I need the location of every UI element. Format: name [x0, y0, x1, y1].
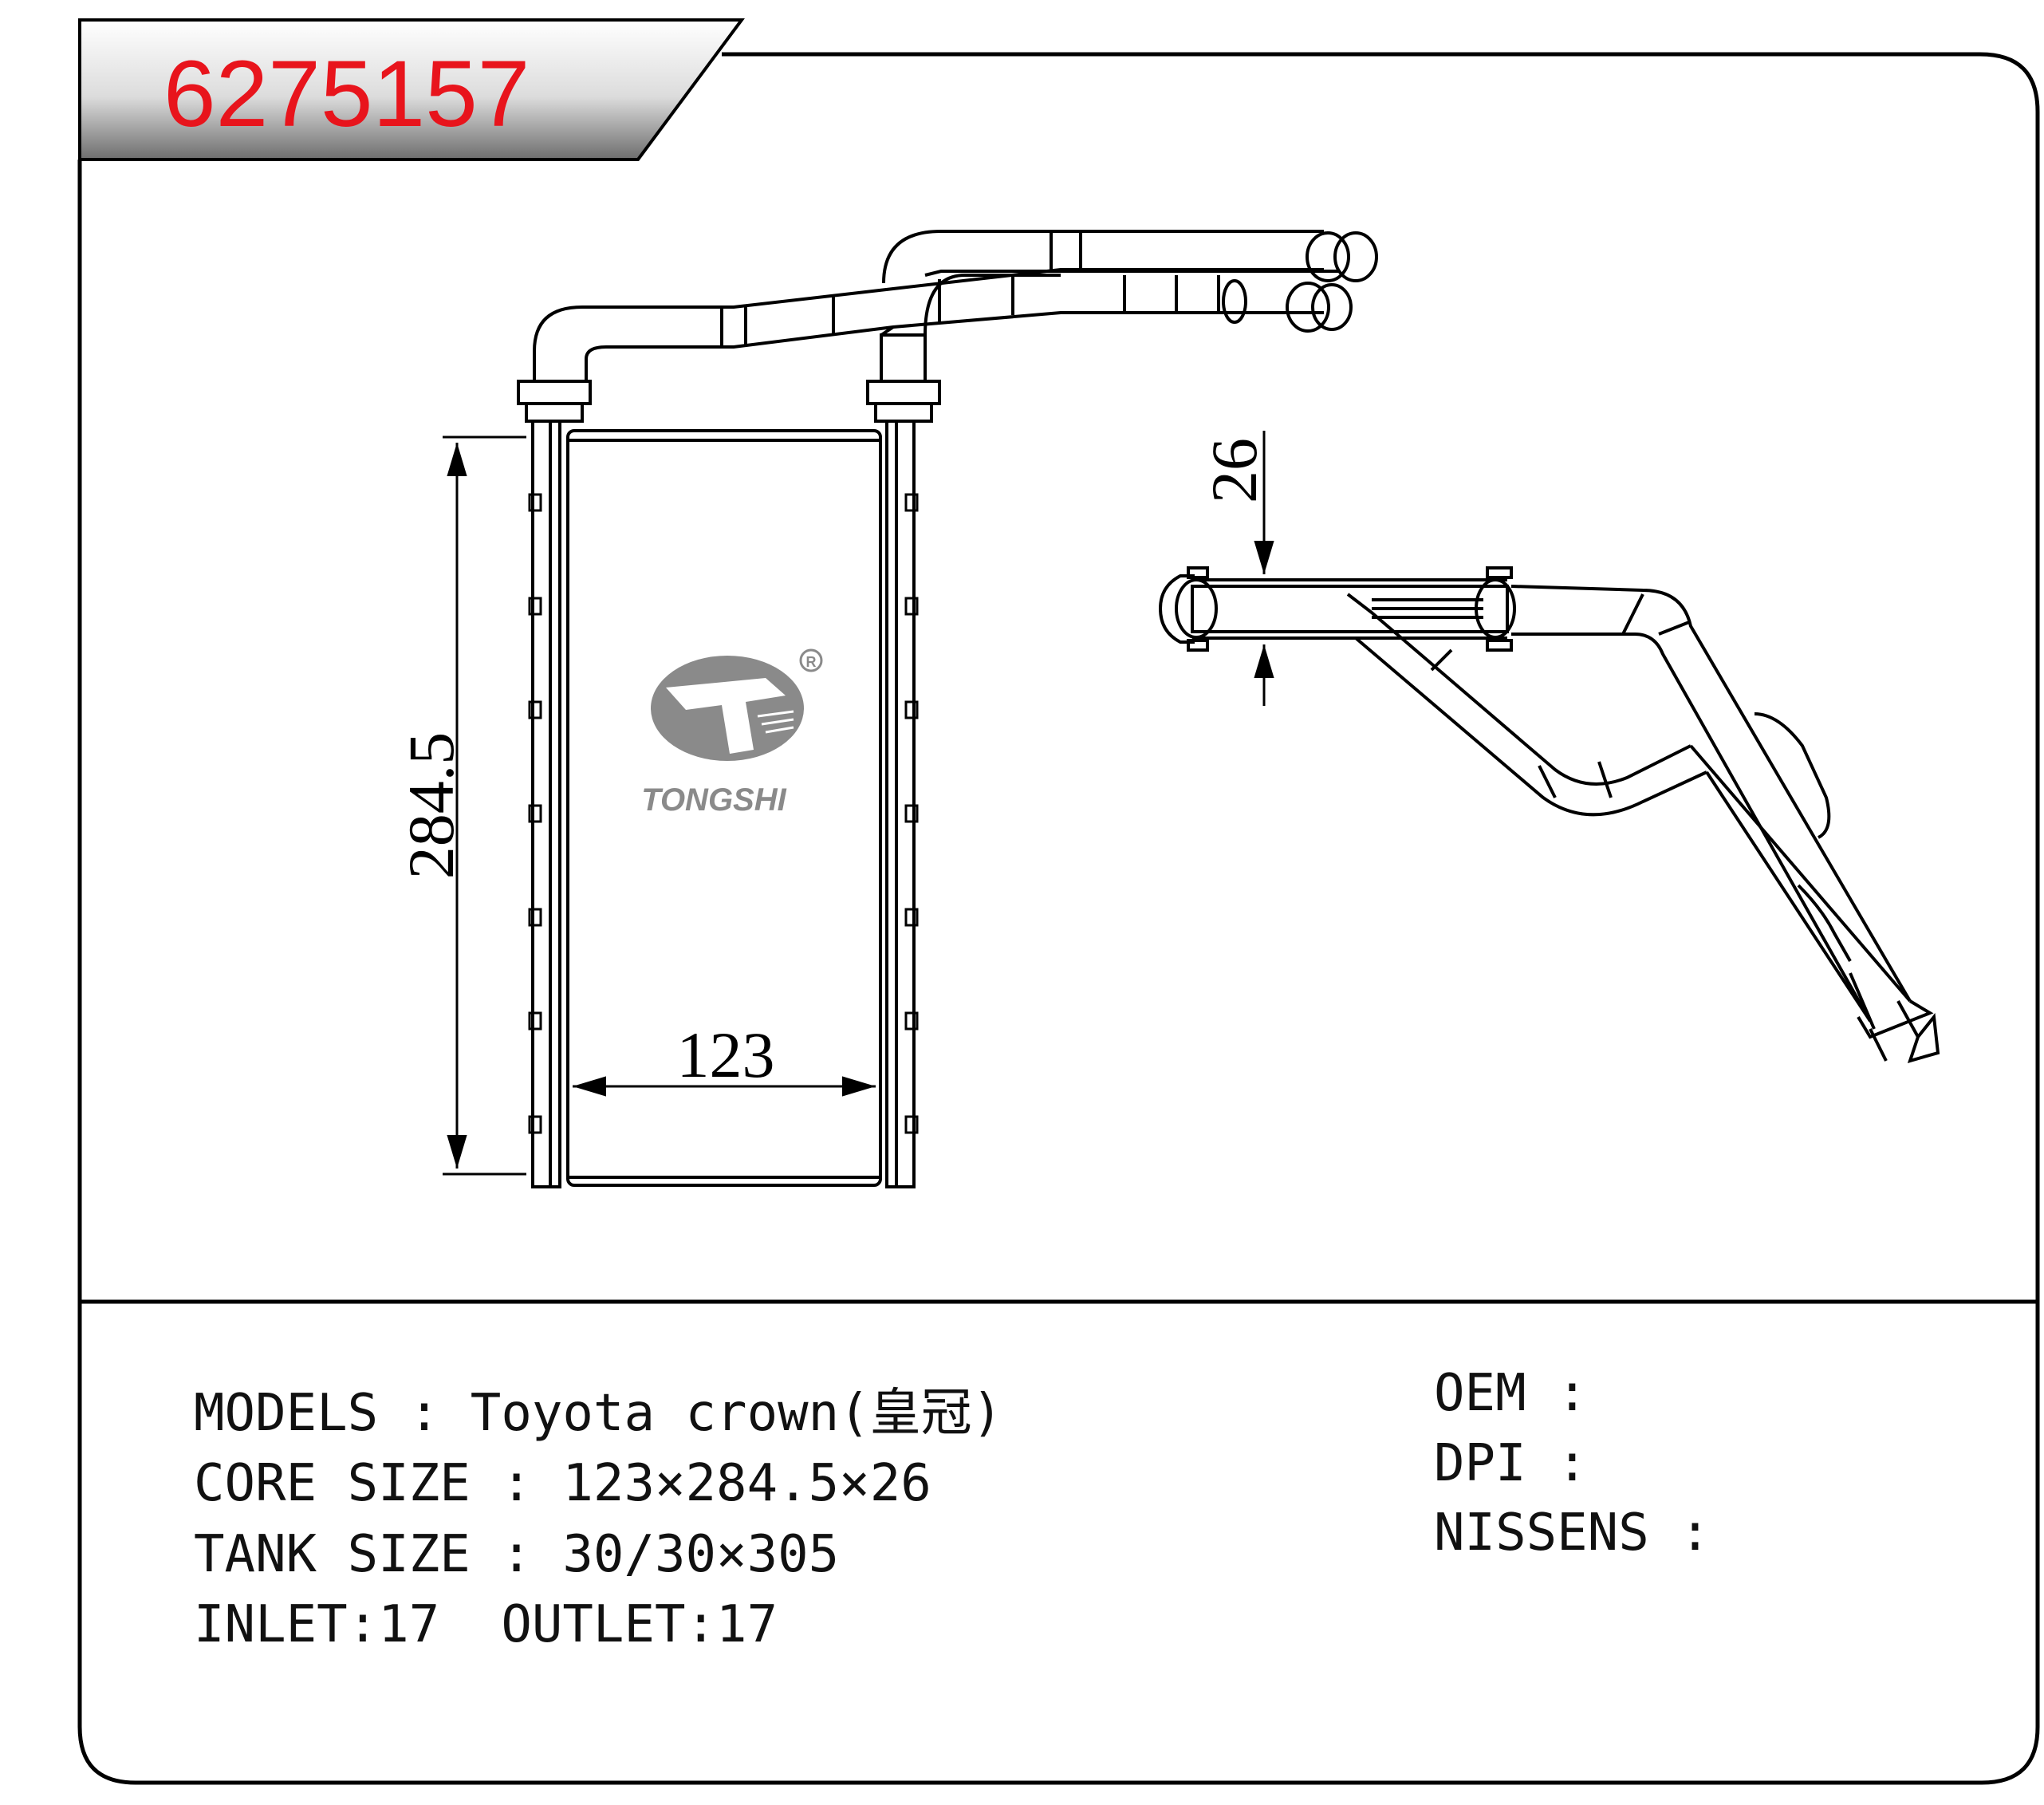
spec-inlet-outlet: INLET:17 OUTLET:17 [194, 1595, 778, 1654]
spec-models: MODELS : Toyota crown(皇冠) [194, 1384, 1003, 1443]
spec-core-size: CORE SIZE : 123×284.5×26 [194, 1454, 931, 1513]
spec-dpi: DPI : [1434, 1434, 1588, 1493]
outer-frame [77, 52, 2040, 1785]
spec-nissens: NISSENS : [1434, 1504, 1711, 1563]
registered-mark: R [806, 654, 817, 670]
width-dimension-label: 123 [677, 1019, 775, 1091]
height-dimension-label: 284.5 [395, 732, 467, 880]
registered-mark-icon [799, 648, 823, 672]
spec-oem: OEM : [1434, 1364, 1588, 1423]
height-dimension [443, 435, 526, 1176]
spec-tank-size: TANK SIZE : 30/30×305 [194, 1525, 840, 1584]
heater-core-top-view [1158, 566, 1940, 1063]
tongshi-logo: R TONGSHI [641, 648, 823, 818]
part-number-tab [78, 18, 745, 161]
thickness-dimension-label: 26 [1198, 438, 1270, 503]
logo-brand-name: TONGSHI [641, 782, 786, 818]
heater-core-front-view [517, 230, 1378, 1188]
part-number: 6275157 [163, 41, 530, 147]
